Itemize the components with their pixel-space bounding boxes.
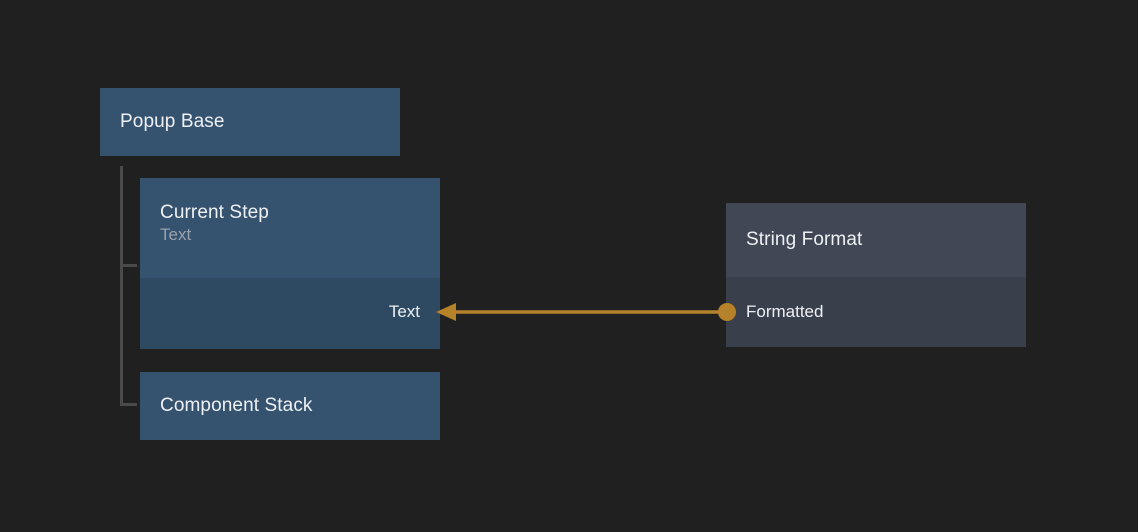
node-string-format-title: String Format — [746, 229, 863, 250]
node-string-format-output-port-label: Formatted — [746, 302, 824, 321]
node-string-format-header: String Format — [726, 203, 1026, 277]
node-component-stack[interactable]: Component Stack — [140, 372, 440, 440]
node-current-step-header: Current Step Text — [140, 178, 440, 278]
node-current-step-input-port[interactable]: Text — [389, 302, 420, 322]
node-current-step-body: Text — [140, 278, 440, 349]
node-component-stack-header: Component Stack — [140, 372, 440, 440]
node-popup-base-header: Popup Base — [100, 88, 400, 156]
node-current-step[interactable]: Current Step Text Text — [140, 178, 440, 349]
node-string-format[interactable]: String Format Formatted — [726, 203, 1026, 347]
node-string-format-body: Formatted — [726, 277, 1026, 347]
node-popup-base-title: Popup Base — [120, 111, 225, 132]
node-current-step-subtitle: Text — [160, 225, 192, 244]
node-popup-base[interactable]: Popup Base — [100, 88, 400, 156]
node-current-step-title: Current Step — [160, 202, 269, 223]
node-component-stack-title: Component Stack — [160, 395, 313, 416]
node-current-step-input-port-label: Text — [388, 302, 420, 321]
